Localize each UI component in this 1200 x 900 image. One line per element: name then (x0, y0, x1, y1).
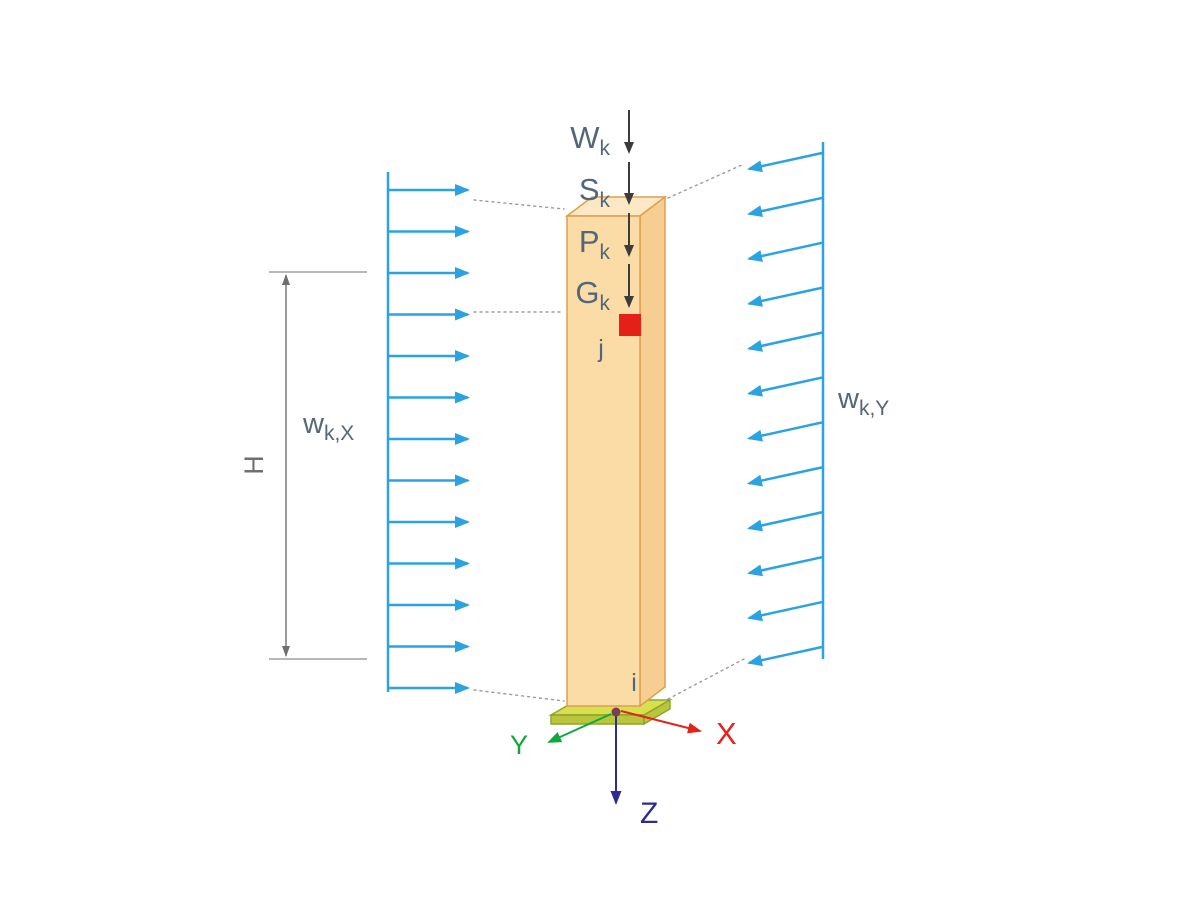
dotted-connectors (473, 163, 745, 702)
wind-load-y-arrows (747, 151, 823, 667)
dotted-line-left-bottom (473, 689, 565, 702)
origin-node-dot (611, 707, 621, 717)
height-dimension: H (239, 271, 367, 660)
column-side-face (639, 195, 666, 708)
wind-arrow-y (747, 600, 823, 622)
wind-arrow-y (747, 466, 823, 487)
nodes: j i (597, 314, 641, 697)
wind-arrow-y (747, 421, 823, 442)
wind-arrow-y (747, 286, 823, 307)
coordinate-system: X Y Z (510, 707, 737, 830)
wind-arrow-y (747, 151, 823, 173)
axis-y-arrow (547, 713, 612, 743)
column-front-face (566, 215, 641, 707)
wind-load-x: wk,X (302, 172, 470, 694)
load-label-Sk: Sk (579, 172, 611, 212)
top-loads: Wk Sk Pk Gk (570, 110, 634, 315)
dimension-label: H (239, 455, 269, 475)
wind-arrow-y (747, 331, 823, 352)
wind-load-x-arrows (389, 184, 470, 694)
wind-arrow-y (747, 196, 823, 217)
wind-arrow-y (747, 555, 823, 577)
load-label-Pk: Pk (579, 224, 611, 264)
wind-arrow-y (747, 376, 823, 397)
dotted-line-left-top (473, 199, 565, 210)
axis-z-label: Z (640, 797, 658, 830)
dotted-line-right-top (667, 163, 745, 199)
wind-load-y: wk,Y (747, 142, 889, 667)
axis-y-label: Y (510, 730, 528, 760)
axis-x-label: X (716, 716, 737, 751)
wind-arrow-y (747, 511, 823, 532)
wind-arrow-y (747, 645, 823, 667)
node-i-label: i (631, 669, 637, 697)
node-j-label: j (597, 335, 604, 363)
wind-arrow-y (747, 241, 823, 262)
load-label-Gk: Gk (575, 275, 610, 315)
wind-load-y-label: wk,Y (837, 383, 889, 420)
wind-load-x-label: wk,X (302, 408, 354, 445)
column (564, 195, 668, 708)
axis-x-arrow (620, 710, 702, 734)
dotted-line-right-bottom (667, 658, 745, 700)
node-j-marker (619, 314, 641, 336)
load-label-Wk: Wk (570, 120, 610, 160)
